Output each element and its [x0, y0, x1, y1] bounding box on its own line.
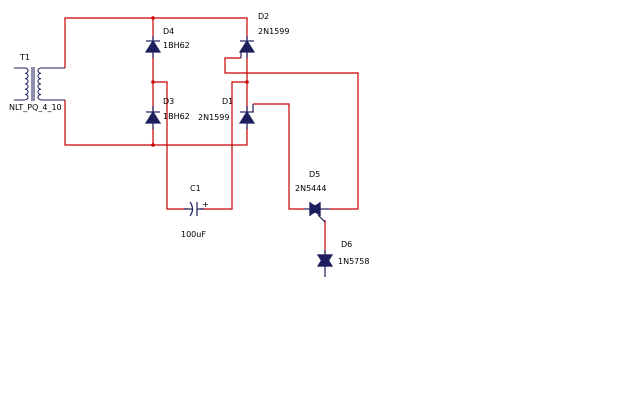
d5-ref-label: D5 — [309, 170, 320, 179]
transformer-secondary-coil — [37, 67, 42, 101]
transformer-t1[interactable] — [14, 67, 65, 101]
d5-triangle-left — [309, 201, 322, 217]
diode-d4[interactable] — [144, 36, 162, 58]
t1-value-label: NLT_PQ_4_10 — [9, 103, 62, 112]
wire-d1-gate — [253, 103, 304, 210]
d4-ref-label: D4 — [163, 27, 174, 36]
wires — [64, 17, 359, 254]
t1-ref-label: T1 — [19, 53, 30, 62]
scr-d1[interactable] — [238, 104, 256, 129]
junction-dot — [245, 80, 249, 84]
scr-d2[interactable] — [238, 36, 256, 58]
d5-gate-lead — [317, 214, 326, 223]
diode-d6[interactable] — [316, 250, 334, 277]
c1-ref-label: C1 — [190, 184, 201, 193]
d6-value-label: 1N5758 — [338, 257, 369, 266]
wire-d2-gate — [224, 57, 359, 210]
junction-dot — [151, 143, 155, 147]
wire-to-cap-left — [153, 81, 188, 210]
d3-anode-triangle — [144, 110, 162, 124]
d4-anode-triangle — [144, 39, 162, 53]
capacitor-c1[interactable] — [184, 201, 204, 217]
d2-anode-triangle — [238, 39, 256, 53]
transformer-primary-coil — [24, 67, 29, 101]
wire-top-rail — [64, 17, 248, 68]
d3-ref-label: D3 — [163, 97, 174, 106]
wire-bottom-rail — [64, 100, 248, 146]
c1-curved-plate — [189, 201, 194, 217]
triac-d5[interactable] — [304, 201, 330, 223]
wire-cap-right — [200, 81, 247, 210]
junctions — [151, 16, 249, 147]
d2-value-label: 2N1599 — [258, 27, 289, 36]
d6-triangle-down — [316, 254, 334, 268]
c1-value-label: 100uF — [181, 230, 206, 239]
diode-d3[interactable] — [144, 106, 162, 129]
d5-value-label: 2N5444 — [295, 184, 326, 193]
d6-ref-label: D6 — [341, 240, 352, 249]
d1-ref-label: D1 — [222, 97, 233, 106]
d4-value-label: 1BH62 — [163, 41, 190, 50]
d2-ref-label: D2 — [258, 12, 269, 21]
d3-value-label: 1BH62 — [163, 112, 190, 121]
d1-anode-triangle — [238, 110, 256, 124]
d1-value-label: 2N1599 — [198, 113, 229, 122]
junction-dot — [151, 16, 155, 20]
junction-dot — [151, 80, 155, 84]
c1-polarity-mark: + — [202, 200, 209, 209]
